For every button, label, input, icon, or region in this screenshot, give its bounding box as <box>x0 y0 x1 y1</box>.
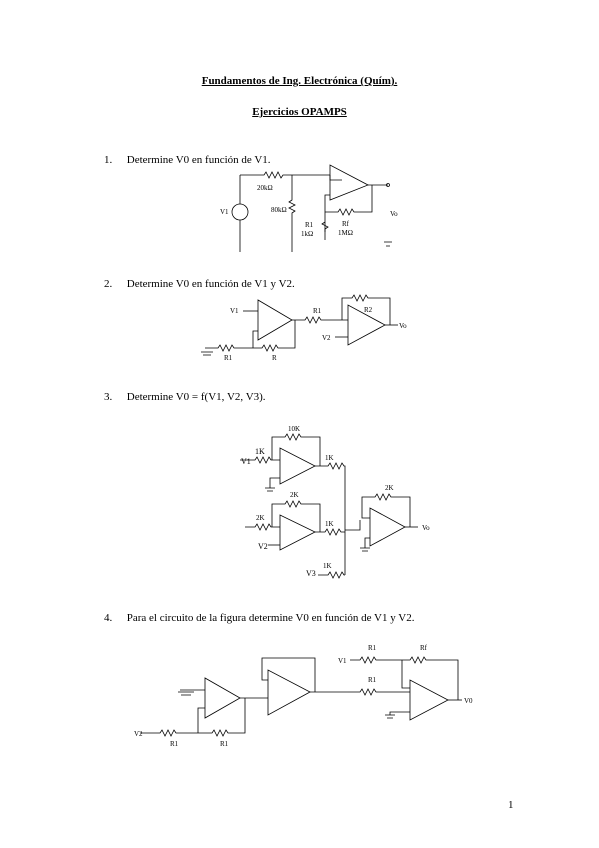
opamp-3c-triangle <box>369 507 406 547</box>
resistor-label: 2K <box>290 491 299 499</box>
question-1: 1. Determine V0 en función de V1. <box>104 154 271 166</box>
question-text: Determine V0 = f(V1, V2, V3). <box>126 391 266 403</box>
resistor-label: 1K <box>255 447 265 456</box>
resistor-label: R2 <box>364 306 373 314</box>
resistor-label: R1 <box>313 307 322 315</box>
resistor-label: R1 <box>170 740 179 748</box>
opamp-1-triangle <box>329 164 369 201</box>
output-label: Vo <box>390 210 398 218</box>
document-subtitle: Ejercicios OPAMPS <box>252 106 347 118</box>
input-label: V1 <box>241 457 251 466</box>
resistor-label: R1 <box>224 354 233 362</box>
opamp-4c-triangle <box>409 679 449 721</box>
input-label: V3 <box>306 569 316 578</box>
resistor-label: R1 <box>368 644 377 652</box>
resistor-label: 1K <box>323 562 332 570</box>
question-3: 3. Determine V0 = f(V1, V2, V3). <box>104 391 266 403</box>
question-text: Para el circuito de la figura determine … <box>126 612 415 624</box>
question-text: Determine V0 en función de V1. <box>126 154 271 166</box>
resistor-label: R1 <box>368 676 377 684</box>
question-number: 3. <box>104 391 113 403</box>
document-title: Fundamentos de Ing. Electrónica (Quím). <box>201 75 398 87</box>
circuit-4: V2 V1 R1 R1 R1 Rf R1 V0 <box>134 644 473 748</box>
resistor-label: Rf <box>420 644 428 652</box>
opamp-2a-triangle <box>257 299 293 341</box>
opamp-4b-triangle <box>267 669 311 716</box>
page-number: 1 <box>508 799 514 811</box>
circuit-1: 20kΩ 80kΩ R1 1kΩ Rf 1MΩ V1 Vo <box>220 164 398 252</box>
output-label: Vo <box>422 524 430 532</box>
resistor-label: 2K <box>256 514 265 522</box>
question-number: 4. <box>104 612 113 624</box>
input-label: V2 <box>134 730 143 738</box>
question-4: 4. Para el circuito de la figura determi… <box>104 612 415 624</box>
resistor-label: 20kΩ <box>257 184 273 192</box>
resistor-label: Rf <box>342 220 350 228</box>
output-label: V0 <box>464 697 473 705</box>
resistor-label: R1 <box>220 740 229 748</box>
question-number: 2. <box>104 278 113 290</box>
voltage-source-icon <box>231 203 249 221</box>
resistor-label: R1 <box>305 221 314 229</box>
resistor-label: R <box>272 354 277 362</box>
source-label: V1 <box>220 208 229 216</box>
question-text: Determine V0 en función de V1 y V2. <box>126 278 295 290</box>
resistor-label: 80kΩ <box>271 206 287 214</box>
input-label: V1 <box>338 657 347 665</box>
resistor-label: 1K <box>325 520 334 528</box>
circuit-3: 1K 10K 2K 2K 1K 1K 1K 2K V1 V2 V3 Vo <box>240 425 430 579</box>
opamp-3a-triangle <box>279 447 316 485</box>
resistor-label: 1kΩ <box>301 230 313 238</box>
resistor-label: 1K <box>325 454 334 462</box>
input-label: V2 <box>322 334 331 342</box>
question-number: 1. <box>104 154 113 166</box>
question-2: 2. Determine V0 en función de V1 y V2. <box>104 278 295 290</box>
input-label: V1 <box>230 307 239 315</box>
opamp-4a-triangle <box>204 677 241 719</box>
opamp-3b-triangle <box>279 514 316 551</box>
resistor-label: 2K <box>385 484 394 492</box>
opamp-2b-triangle <box>347 304 386 346</box>
circuit-2: V1 V2 R1 R2 R1 R Vo <box>201 294 407 362</box>
resistor-label: 1MΩ <box>338 229 353 237</box>
output-label: Vo <box>399 322 407 330</box>
resistor-label: 10K <box>288 425 300 433</box>
input-label: V2 <box>258 542 268 551</box>
